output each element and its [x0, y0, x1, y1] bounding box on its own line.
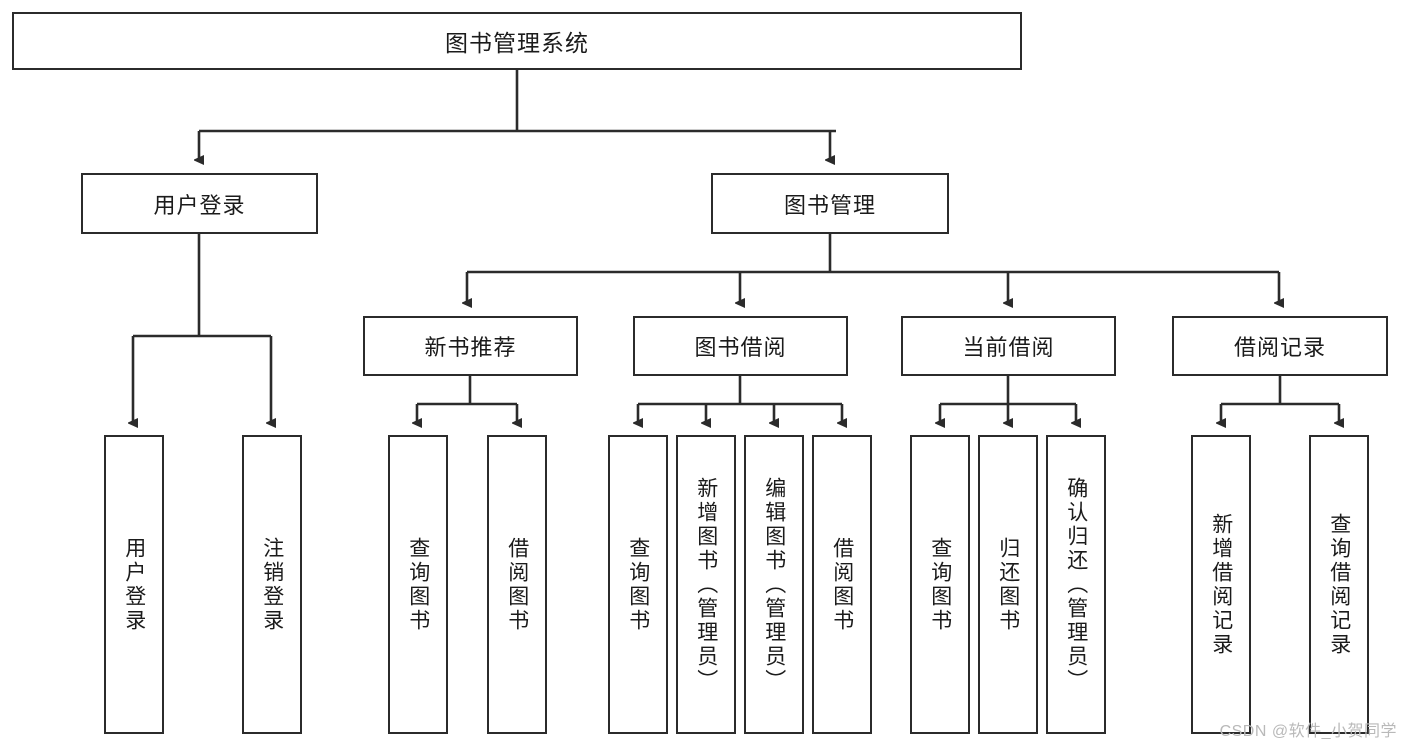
node-label: 借阅记录: [1233, 335, 1326, 360]
leaf-borrow-book[interactable]: 借阅图书: [812, 435, 872, 734]
node-label: 新书推荐: [424, 335, 517, 360]
leaf-search-book-current[interactable]: 查询图书: [910, 435, 970, 734]
node-new-book-recommend[interactable]: 新书推荐: [363, 316, 578, 376]
node-book-management[interactable]: 图书管理: [711, 173, 949, 234]
leaf-edit-book-admin[interactable]: 编辑图书（管理员）: [744, 435, 804, 734]
leaf-add-book-admin[interactable]: 新增图书（管理员）: [676, 435, 736, 734]
node-label: 注销登录: [260, 536, 284, 633]
node-user-login[interactable]: 用户登录: [81, 173, 318, 234]
leaf-borrow-book-recommend[interactable]: 借阅图书: [487, 435, 547, 734]
node-label: 图书借阅: [694, 335, 787, 360]
node-label: 查询图书: [928, 536, 952, 633]
leaf-user-login[interactable]: 用户登录: [104, 435, 164, 734]
leaf-logout[interactable]: 注销登录: [242, 435, 302, 734]
node-label: 查询借阅记录: [1327, 512, 1351, 657]
leaf-return-book[interactable]: 归还图书: [978, 435, 1038, 734]
node-label: 图书管理: [783, 192, 876, 218]
node-label: 查询图书: [406, 536, 430, 633]
node-label: 借阅图书: [505, 536, 529, 633]
leaf-search-borrow-record[interactable]: 查询借阅记录: [1309, 435, 1369, 734]
node-label: 新增借阅记录: [1209, 512, 1233, 657]
node-root-system[interactable]: 图书管理系统: [12, 12, 1022, 70]
leaf-search-book[interactable]: 查询图书: [608, 435, 668, 734]
node-borrow-record[interactable]: 借阅记录: [1172, 316, 1388, 376]
watermark: CSDN @软件_小贺同学: [1219, 723, 1397, 740]
node-label: 新增图书（管理员）: [694, 476, 718, 693]
leaf-confirm-return-admin[interactable]: 确认归还（管理员）: [1046, 435, 1106, 734]
node-book-borrow[interactable]: 图书借阅: [633, 316, 848, 376]
node-current-borrow[interactable]: 当前借阅: [901, 316, 1116, 376]
node-label: 用户登录: [153, 192, 246, 218]
node-label: 归还图书: [996, 536, 1020, 633]
node-label: 借阅图书: [830, 536, 854, 633]
node-label: 确认归还（管理员）: [1064, 476, 1088, 693]
node-label: 当前借阅: [962, 335, 1055, 360]
node-label: 编辑图书（管理员）: [762, 476, 786, 693]
node-label: 用户登录: [122, 536, 146, 633]
leaf-add-borrow-record[interactable]: 新增借阅记录: [1191, 435, 1251, 734]
leaf-search-book-recommend[interactable]: 查询图书: [388, 435, 448, 734]
node-label: 查询图书: [626, 536, 650, 633]
node-label: 图书管理系统: [445, 30, 589, 56]
